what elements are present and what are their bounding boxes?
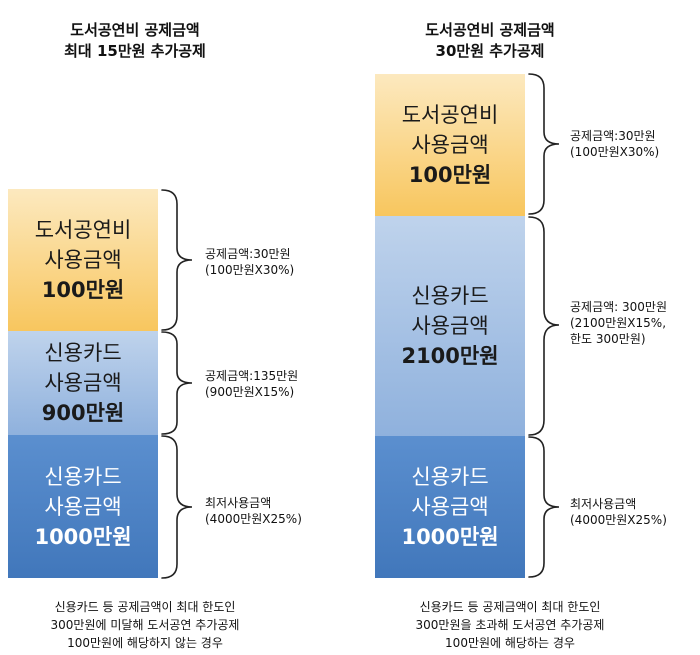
caption-line3: 100만원에 해당하는 경우 (445, 636, 575, 650)
left-note-book: 공제금액:30만원 (100만원X30%) (205, 246, 294, 278)
note-line1: 공제금액:30만원 (205, 247, 291, 261)
right-credit-box-lower: 신용카드 사용금액 1000만원 (375, 436, 525, 578)
caption-line2: 300만원을 초과해 도서공연 추가공제 (415, 618, 605, 632)
note-line1: 최저사용금액 (570, 497, 637, 511)
left-credit-box-upper: 신용카드 사용금액 900만원 (8, 331, 158, 435)
note-line2: (2100만원X15%, (570, 316, 667, 330)
note-line1: 공제금액:30만원 (570, 129, 656, 143)
box-label-line1: 신용카드 (411, 465, 489, 489)
box-label-line2: 사용금액 (411, 314, 489, 338)
right-brace-book (528, 73, 560, 215)
box-label-line1: 도서공연비 (401, 103, 499, 127)
note-line1: 공제금액:135만원 (205, 369, 299, 383)
right-credit-box-upper: 신용카드 사용금액 2100만원 (375, 216, 525, 436)
right-note-book: 공제금액:30만원 (100만원X30%) (570, 128, 659, 160)
left-credit-box-lower: 신용카드 사용금액 1000만원 (8, 435, 158, 578)
box-label-line2: 사용금액 (411, 133, 489, 157)
left-brace-credit-upper (161, 331, 193, 435)
right-note-credit-lower: 최저사용금액 (4000만원X25%) (570, 496, 667, 528)
left-book-box: 도서공연비 사용금액 100만원 (8, 189, 158, 331)
right-caption: 신용카드 등 공제금액이 최대 한도인 300만원을 초과해 도서공연 추가공제… (395, 598, 625, 652)
box-label-line2: 사용금액 (44, 248, 122, 272)
note-line2: (100만원X30%) (205, 263, 295, 277)
note-line2: (4000만원X25%) (205, 512, 302, 526)
right-title-line2: 30만원 추가공제 (435, 42, 545, 60)
box-amount: 100만원 (408, 163, 492, 187)
left-caption: 신용카드 등 공제금액이 최대 한도인 300만원에 미달해 도서공연 추가공제… (30, 598, 260, 652)
box-label-line2: 사용금액 (44, 371, 122, 395)
box-amount: 2100만원 (401, 344, 499, 368)
box-amount: 900만원 (41, 401, 125, 425)
right-brace-credit-lower (528, 436, 560, 578)
right-book-box: 도서공연비 사용금액 100만원 (375, 74, 525, 216)
left-brace-credit-lower (161, 435, 193, 579)
box-amount: 100만원 (41, 278, 125, 302)
caption-line3: 100만원에 해당하지 않는 경우 (67, 636, 223, 650)
box-label-line2: 사용금액 (411, 495, 489, 519)
note-line1: 최저사용금액 (205, 496, 272, 510)
box-amount: 1000만원 (34, 524, 132, 549)
caption-line1: 신용카드 등 공제금액이 최대 한도인 (54, 600, 236, 614)
note-line2: (900만원X15%) (205, 385, 295, 399)
box-label-line1: 신용카드 (411, 284, 489, 308)
left-note-credit-upper: 공제금액:135만원 (900만원X15%) (205, 368, 298, 400)
left-brace-book (161, 189, 193, 331)
right-brace-credit-upper (528, 216, 560, 436)
right-title: 도서공연비 공제금액 30만원 추가공제 (405, 20, 575, 62)
note-line2: (100만원X30%) (570, 145, 660, 159)
box-label-line1: 도서공연비 (34, 218, 132, 242)
right-note-credit-upper: 공제금액: 300만원 (2100만원X15%, 한도 300만원) (570, 299, 667, 347)
caption-line1: 신용카드 등 공제금액이 최대 한도인 (419, 600, 601, 614)
box-amount: 1000만원 (401, 525, 499, 549)
box-label-line2: 사용금액 (44, 494, 122, 519)
left-title-line2: 최대 15만원 추가공제 (64, 42, 206, 60)
left-title-line1: 도서공연비 공제금액 (70, 21, 200, 39)
left-title: 도서공연비 공제금액 최대 15만원 추가공제 (40, 20, 230, 62)
caption-line2: 300만원에 미달해 도서공연 추가공제 (50, 618, 240, 632)
box-label-line1: 신용카드 (44, 341, 122, 365)
box-label-line1: 신용카드 (44, 464, 122, 489)
note-line1: 공제금액: 300만원 (570, 300, 668, 314)
note-line3: 한도 300만원) (570, 332, 646, 346)
note-line2: (4000만원X25%) (570, 513, 667, 527)
left-note-credit-lower: 최저사용금액 (4000만원X25%) (205, 495, 302, 527)
right-title-line1: 도서공연비 공제금액 (425, 21, 555, 39)
